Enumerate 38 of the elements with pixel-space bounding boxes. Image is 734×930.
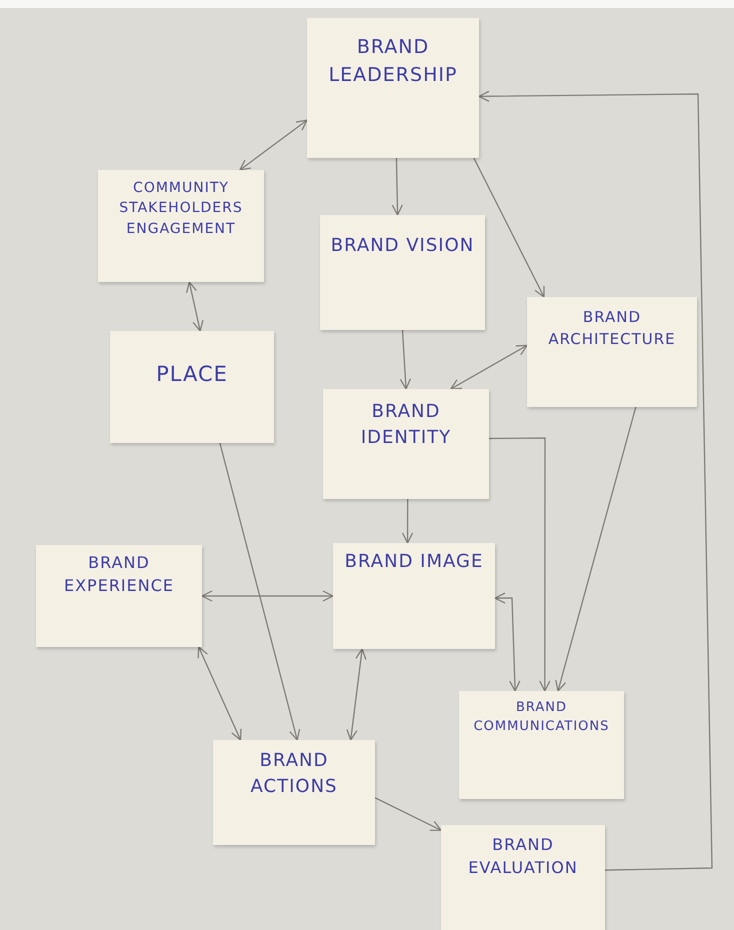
arrow [402,499,414,544]
sticky-note [98,170,264,282]
note-text: BRAND ARCHITECTURE [547,307,677,350]
note-text: BRAND IDENTITY [360,400,452,450]
sticky-note [459,691,624,799]
note-text: COMMUNITY STAKEHOLDERS ENGAGEMENT [118,179,244,239]
note-text: BRAND VISION [330,234,474,258]
arrow [392,158,403,216]
arrow [219,442,300,741]
arrow [478,90,713,871]
sticky-note [110,331,274,443]
note-text: BRAND LEADERSHIP [328,35,458,88]
note-text: BRAND EXPERIENCE [62,552,176,598]
arrow [555,406,636,692]
arrow [346,648,366,741]
arrow [239,120,308,171]
sticky-note [307,18,479,158]
arrow [400,330,411,390]
sticky-note [441,825,605,930]
sticky-note [320,215,485,330]
arrow [198,646,242,741]
arrow [201,590,334,602]
sticky-note [36,545,202,647]
sticky-note [333,543,495,649]
note-text: BRAND ACTIONS [250,749,338,800]
arrow [186,281,204,332]
note-text: BRAND COMMUNICATIONS [472,699,610,736]
arrow [489,437,550,692]
note-text: PLACE [156,361,228,388]
note-text: BRAND IMAGE [344,550,484,574]
sticky-note [213,740,375,845]
arrow [374,797,442,831]
sticky-note [527,297,697,407]
sticky-note [323,389,489,499]
arrow [450,344,528,390]
note-text: BRAND EVALUATION [467,834,579,880]
arrow [494,592,520,692]
arrow [473,158,545,298]
